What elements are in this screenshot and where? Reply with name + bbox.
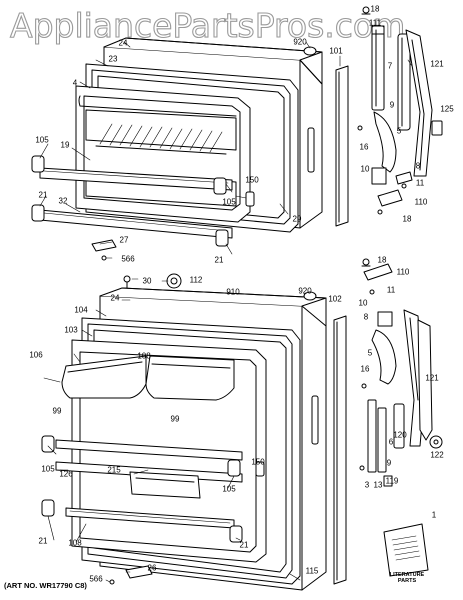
callout: 150 xyxy=(245,175,259,185)
freezer-door-assembly xyxy=(31,37,323,289)
callout: 106 xyxy=(29,350,43,360)
fresh-food-door-assembly xyxy=(41,287,327,591)
callout: 920 xyxy=(293,37,307,47)
callout: 29 xyxy=(292,214,302,224)
callout: 121 xyxy=(425,373,439,383)
callout: 120 xyxy=(393,430,407,440)
callout: 11 xyxy=(386,285,396,295)
callout: 121 xyxy=(430,59,444,69)
callout: 24 xyxy=(110,293,120,303)
callout: 30 xyxy=(142,276,152,286)
callout: 7 xyxy=(387,61,393,71)
fresh-food-hinge-parts xyxy=(359,258,443,577)
callout: 99 xyxy=(170,414,180,424)
callout: 110 xyxy=(414,197,428,207)
callout: 18 xyxy=(402,214,412,224)
callout: 8 xyxy=(363,312,369,322)
callout: 21 xyxy=(239,540,249,550)
literature-parts-label: LITERATURE PARTS xyxy=(389,572,425,584)
callout: 105 xyxy=(35,135,49,145)
callout: 9 xyxy=(389,100,395,110)
callout: 920 xyxy=(298,286,312,296)
callout: 27 xyxy=(119,235,129,245)
callout: 122 xyxy=(430,450,444,460)
art-number: (ART NO. WR17790 C8) xyxy=(4,581,87,590)
callout: 108 xyxy=(137,351,151,361)
callout: 24 xyxy=(118,38,128,48)
callout: 6 xyxy=(388,437,394,447)
callout: 125 xyxy=(440,104,454,114)
callout: 566 xyxy=(89,574,103,584)
callout: 119 xyxy=(385,476,399,486)
callout: 5 xyxy=(367,348,373,358)
callout: 11 xyxy=(415,178,425,188)
callout: 108 xyxy=(68,538,82,548)
callout: 103 xyxy=(64,325,78,335)
callout: 8 xyxy=(415,161,421,171)
callout: 910 xyxy=(226,287,240,297)
trim-strip-102 xyxy=(333,315,347,585)
callout: 1 xyxy=(431,510,437,520)
callout: 3 xyxy=(364,480,370,490)
callout: 566 xyxy=(121,254,135,264)
watermark: AppliancePartsPros.com xyxy=(9,5,406,45)
callout: 19 xyxy=(60,140,70,150)
callout: 105 xyxy=(222,484,236,494)
callout: 99 xyxy=(52,406,62,416)
callout: 150 xyxy=(251,457,265,467)
callout: 10 xyxy=(358,298,368,308)
callout: 104 xyxy=(74,305,88,315)
callout: 105 xyxy=(41,464,55,474)
callout: 21 xyxy=(214,255,224,265)
callout: 111 xyxy=(368,18,382,28)
callout: 16 xyxy=(359,142,369,152)
callout: 18 xyxy=(370,4,380,14)
callout: 23 xyxy=(108,54,118,64)
trim-strip-101 xyxy=(335,65,349,227)
callout: 18 xyxy=(377,255,387,265)
callout: 9 xyxy=(386,458,392,468)
callout: 126 xyxy=(59,469,73,479)
callout: 5 xyxy=(396,126,402,136)
callout: 32 xyxy=(58,196,68,206)
callout: 105 xyxy=(222,197,236,207)
callout: 21 xyxy=(38,536,48,546)
callout: 112 xyxy=(189,275,203,285)
callout: 16 xyxy=(360,364,370,374)
callout: 110 xyxy=(396,267,410,277)
callout: 115 xyxy=(305,566,319,576)
callout: 13 xyxy=(373,480,383,490)
callout: 101 xyxy=(329,46,343,56)
callout: 10 xyxy=(360,164,370,174)
callout: 102 xyxy=(328,294,342,304)
callout: 26 xyxy=(147,563,157,573)
callout: 4 xyxy=(72,78,78,88)
callout: 215 xyxy=(107,465,121,475)
callout: 21 xyxy=(38,190,48,200)
freezer-hinge-parts xyxy=(357,6,443,215)
